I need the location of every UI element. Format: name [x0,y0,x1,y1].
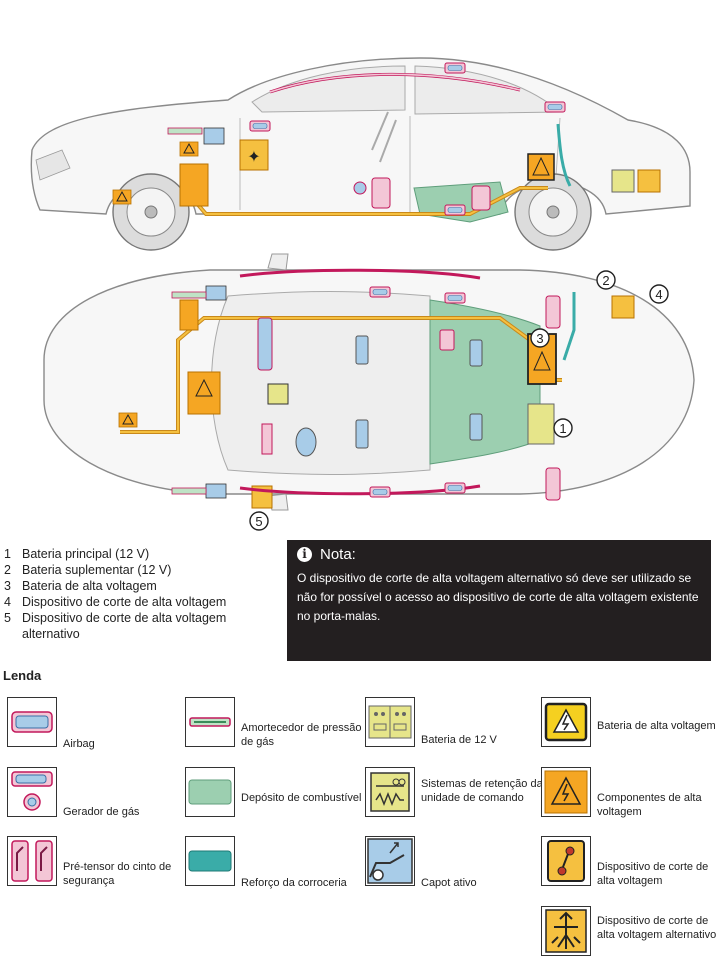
item-number: 1 [4,546,22,562]
legend-title: Lenda [3,668,41,683]
callout-4: 4 [650,285,668,303]
list-item: 1Bateria principal (12 V) [4,546,274,562]
gas-generator-icon [7,767,57,817]
svg-text:2: 2 [602,273,609,288]
numbered-list: 1Bateria principal (12 V) 2Bateria suple… [4,546,274,642]
active-hood-icon [365,836,415,886]
engine-hv-component-side [180,164,208,206]
svg-text:5: 5 [255,514,262,529]
svg-text:3: 3 [536,331,543,346]
body-reinforcement-icon [185,836,235,886]
item-number: 2 [4,562,22,578]
list-item: 4Dispositivo de corte de alta voltagem [4,594,274,610]
hv-disconnect-icon [541,836,591,886]
airbag-icon [7,697,57,747]
gas-strut-icon [185,697,235,747]
svg-text:1: 1 [559,421,566,436]
engine-hv-component-top [188,372,220,414]
callout-1: 1 [554,419,572,437]
item-text: Dispositivo de corte de alta voltagem [22,594,226,610]
vehicle-rescue-diagram: ✦ [0,0,720,540]
item-text: Bateria de alta voltagem [22,578,157,594]
item-text: Bateria principal (12 V) [22,546,149,562]
info-icon: i [297,547,312,562]
svg-text:✦: ✦ [247,147,260,166]
battery-12v-icon [365,697,415,747]
callout-2: 2 [597,271,615,289]
side-view: ✦ [31,58,690,250]
front-wheel-side [113,174,189,250]
note-text: O dispositivo de corte de alta voltagem … [287,563,711,626]
svg-text:4: 4 [655,287,662,302]
item-text: Dispositivo de corte de alta voltagem al… [22,610,274,642]
callout-3: 3 [531,329,549,347]
top-view [44,254,694,510]
note-box: i Nota: O dispositivo de corte de alta v… [287,540,711,661]
main-battery-top [528,404,554,444]
restraint-control-unit-icon [365,767,415,817]
high-voltage-battery-icon [541,697,591,747]
belt-tensioner-icon [7,836,57,886]
callout-5: 5 [250,512,268,530]
hv-disconnect-alt-icon [541,906,591,956]
list-item: 2Bateria suplementar (12 V) [4,562,274,578]
note-title: Nota: [320,546,356,563]
list-item: 5Dispositivo de corte de alta voltagem a… [4,610,274,642]
item-number: 4 [4,594,22,610]
fuel-tank-icon [185,767,235,817]
item-number: 3 [4,578,22,594]
item-text: Bateria suplementar (12 V) [22,562,171,578]
list-item: 3Bateria de alta voltagem [4,578,274,594]
rear-wheel-side [515,174,591,250]
item-number: 5 [4,610,22,642]
high-voltage-component-icon [541,767,591,817]
